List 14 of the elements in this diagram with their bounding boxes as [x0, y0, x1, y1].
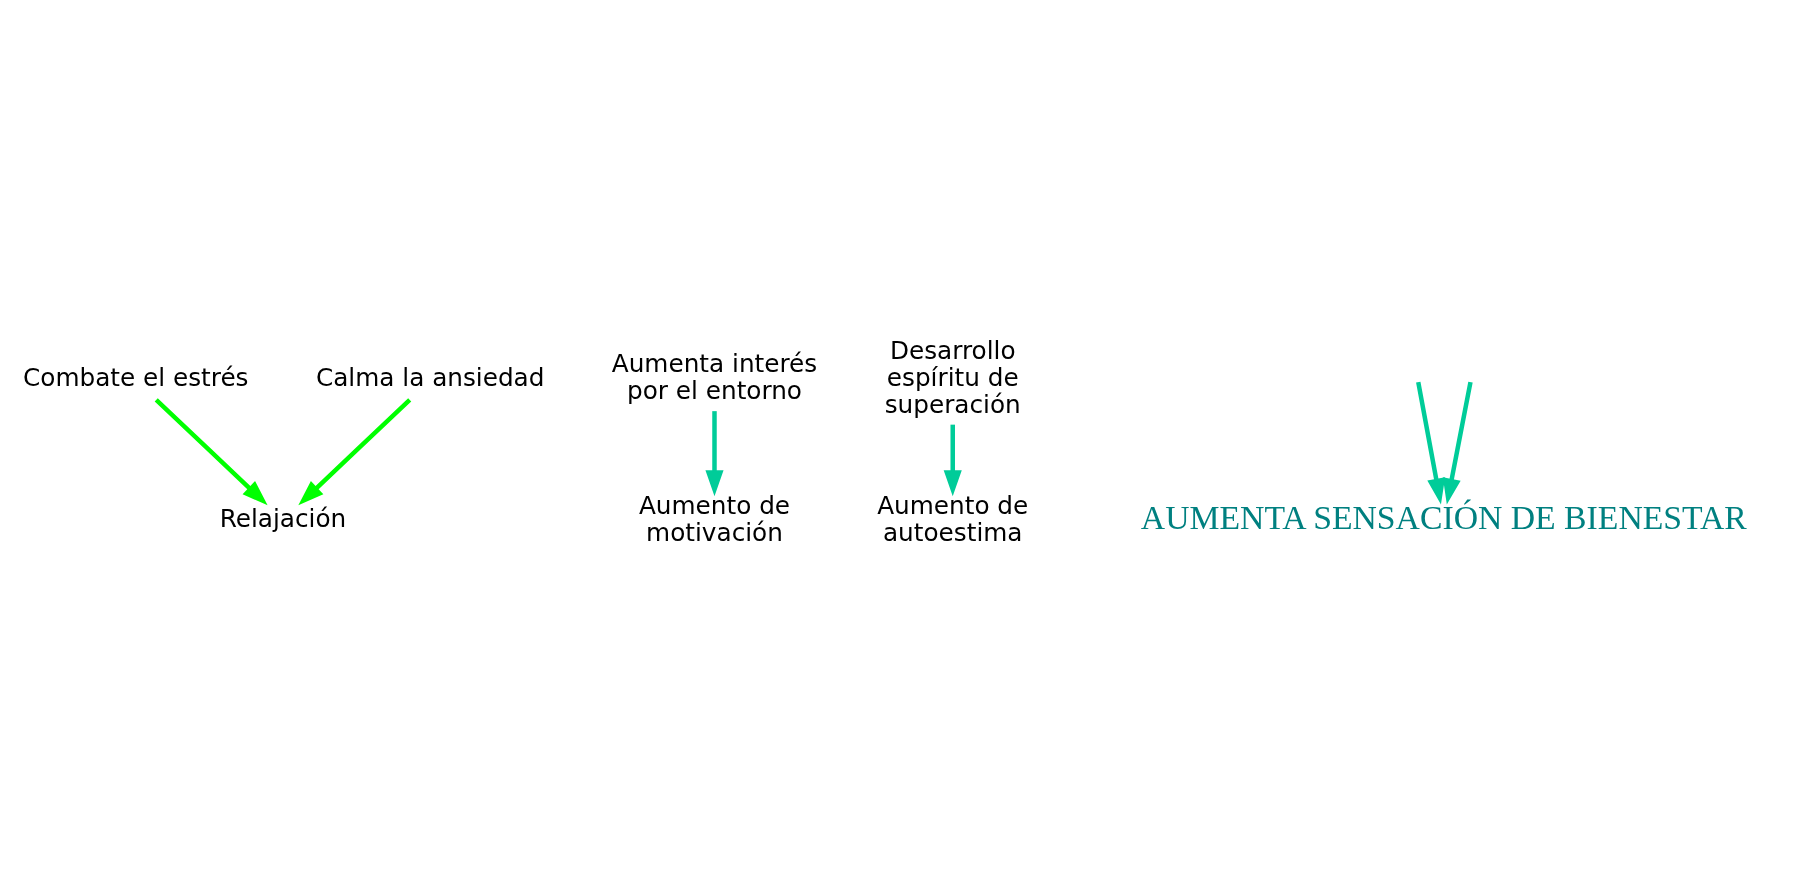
node-text: Aumento de motivación	[638, 490, 791, 547]
node-text: Calma la ansiedad	[315, 362, 545, 392]
arrow	[943, 424, 962, 497]
arrow	[1416, 381, 1461, 505]
node-text: Aumento de autoestima	[877, 490, 1029, 547]
node-text: Desarrollo espíritu de superación	[884, 335, 1021, 419]
node-text: Aumenta interés por el entorno	[611, 349, 818, 406]
arrow	[154, 398, 268, 506]
node-text: Relajación	[219, 504, 347, 534]
arrow	[1427, 381, 1473, 505]
arrow	[705, 411, 724, 497]
node-text: AUMENTA SENSACIÓN DE BIENESTAR	[1140, 499, 1747, 537]
arrow	[298, 398, 412, 506]
node-text: Combate el estrés	[23, 362, 249, 392]
